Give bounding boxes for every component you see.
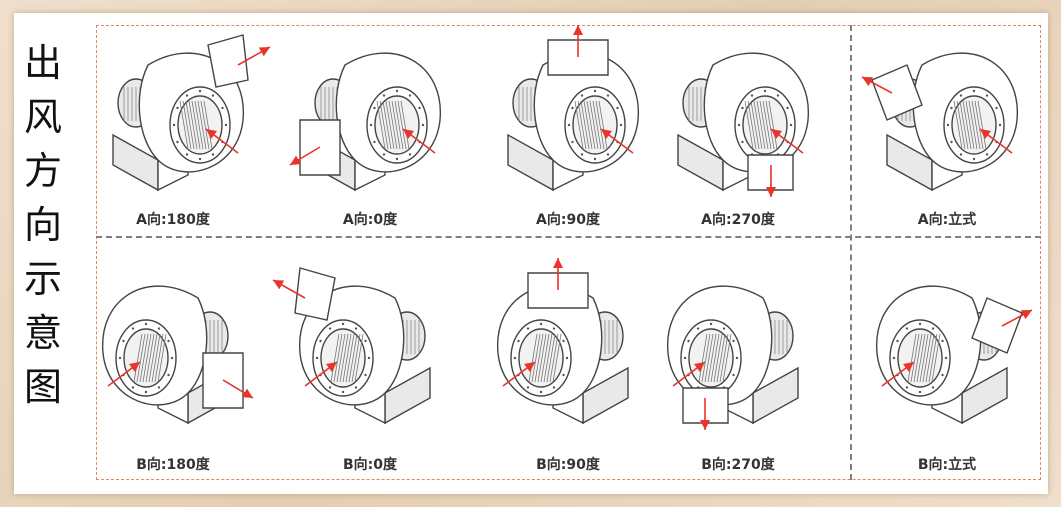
centrifugal-fan-icon bbox=[507, 25, 639, 192]
fan-cell-a-180: A向:180度 bbox=[88, 25, 271, 228]
centrifugal-fan-icon bbox=[677, 52, 809, 197]
side-title-char: 图 bbox=[23, 365, 62, 409]
centrifugal-fan-icon bbox=[861, 52, 1018, 192]
fan-cell-b-vertical: B向:立式 bbox=[862, 258, 1033, 473]
direction-label: B向:90度 bbox=[536, 457, 600, 473]
centrifugal-fan-icon bbox=[289, 52, 441, 192]
side-title-char: 向 bbox=[23, 203, 62, 247]
fan-cell-b-90: B向:90度 bbox=[483, 258, 653, 473]
side-title-char: 出 bbox=[23, 41, 62, 85]
direction-label: A向:90度 bbox=[536, 212, 600, 228]
row-divider bbox=[96, 236, 1041, 238]
direction-label: A向:180度 bbox=[136, 212, 210, 228]
side-title-char: 方 bbox=[23, 149, 62, 193]
centrifugal-fan-icon bbox=[497, 258, 629, 425]
diagram-grid-border bbox=[96, 25, 1041, 480]
direction-label: B向:270度 bbox=[701, 457, 775, 473]
centrifugal-fan-icon bbox=[667, 285, 799, 430]
centrifugal-fan-icon bbox=[102, 285, 254, 425]
direction-label: B向:0度 bbox=[342, 457, 397, 473]
direction-label: B向:立式 bbox=[917, 457, 977, 473]
centrifugal-fan-icon bbox=[876, 285, 1033, 425]
direction-label: A向:立式 bbox=[917, 212, 977, 228]
centrifugal-fan-icon bbox=[112, 34, 271, 192]
centrifugal-fan-icon bbox=[272, 267, 431, 425]
direction-label: A向:270度 bbox=[701, 212, 775, 228]
fan-cell-a-0: A向:0度 bbox=[285, 25, 455, 228]
fan-cell-b-0: B向:0度 bbox=[272, 258, 455, 473]
fan-cell-a-270: A向:270度 bbox=[653, 25, 823, 228]
side-title-char: 意 bbox=[23, 311, 62, 355]
side-title-char: 风 bbox=[23, 95, 62, 139]
side-title-char: 示 bbox=[23, 257, 62, 301]
fan-cell-b-180: B向:180度 bbox=[88, 258, 258, 473]
fan-cell-a-vertical: A向:立式 bbox=[861, 25, 1032, 228]
fan-cell-a-90: A向:90度 bbox=[483, 25, 653, 228]
direction-label: B向:180度 bbox=[136, 457, 210, 473]
fan-cell-b-270: B向:270度 bbox=[653, 258, 823, 473]
direction-label: A向:0度 bbox=[342, 212, 398, 228]
side-title: 出 风 方 向 示 意 图 bbox=[14, 36, 72, 414]
column-divider bbox=[850, 25, 852, 480]
